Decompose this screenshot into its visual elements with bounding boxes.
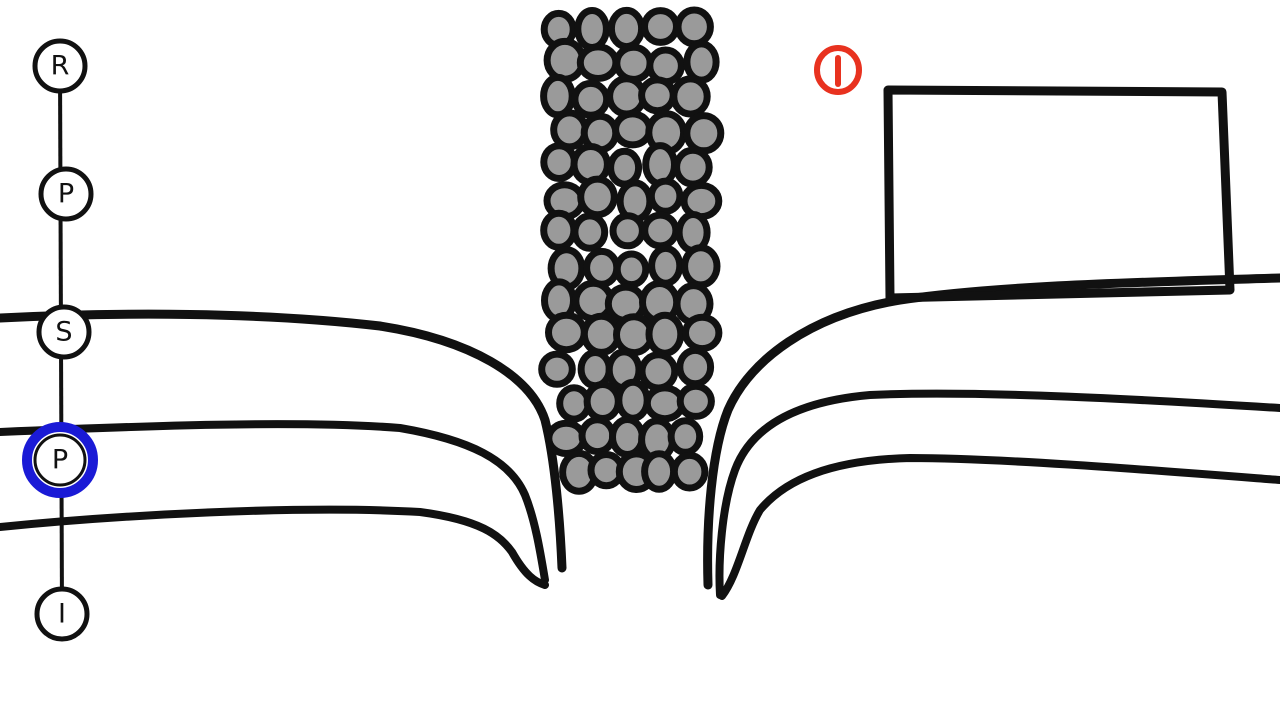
node-5-label: I xyxy=(58,599,66,630)
node-chain: R P S P I xyxy=(22,38,98,642)
granule xyxy=(607,147,643,188)
granule xyxy=(609,212,646,250)
granule xyxy=(612,110,654,149)
granule xyxy=(545,311,588,354)
granule xyxy=(550,109,589,151)
granule-column xyxy=(538,6,725,495)
left-layer-bottom-line xyxy=(0,505,549,589)
node-2-label: P xyxy=(58,179,74,210)
node-1[interactable]: R xyxy=(32,38,88,94)
node-3-label: S xyxy=(55,317,72,348)
granule xyxy=(670,451,709,492)
node-4-inner-ring xyxy=(33,433,87,487)
granule xyxy=(577,349,613,390)
granule xyxy=(673,146,713,188)
granule xyxy=(613,250,650,289)
granule xyxy=(538,350,576,388)
node-1-circle xyxy=(32,38,88,94)
granule xyxy=(676,346,715,388)
granule xyxy=(638,76,677,115)
right-layer-middle-line xyxy=(715,389,1280,599)
granule xyxy=(607,6,646,51)
granule xyxy=(674,6,714,48)
granule xyxy=(583,247,621,288)
granule xyxy=(578,416,617,456)
granule xyxy=(676,382,715,420)
granule xyxy=(641,450,678,493)
block-rectangle xyxy=(883,85,1235,303)
granule xyxy=(681,244,721,289)
granule xyxy=(683,40,720,84)
left-layer-middle-line xyxy=(0,420,549,584)
granule xyxy=(648,244,684,287)
left-layer-stack xyxy=(0,309,567,589)
node-3[interactable]: S xyxy=(36,304,92,360)
left-layer-top-line xyxy=(0,309,567,573)
granule xyxy=(540,142,578,183)
granule xyxy=(638,351,679,392)
granule xyxy=(540,209,578,251)
step-marker xyxy=(814,45,862,95)
node-2-circle xyxy=(38,166,94,222)
right-layer-top-line xyxy=(703,273,1280,590)
granule xyxy=(683,112,725,155)
granule xyxy=(571,212,609,252)
node-1-label: R xyxy=(51,51,70,82)
granule xyxy=(613,43,654,83)
node-5[interactable]: I xyxy=(34,586,90,642)
granule xyxy=(615,378,651,422)
node-3-circle xyxy=(36,304,92,360)
node-2[interactable]: P xyxy=(38,166,94,222)
node-5-circle xyxy=(34,586,90,642)
granule xyxy=(576,43,620,83)
granule xyxy=(641,7,680,46)
granule xyxy=(545,419,588,457)
granule xyxy=(577,175,618,219)
node-4-label: P xyxy=(52,445,68,476)
granule xyxy=(540,73,576,119)
granule xyxy=(647,177,684,215)
granule xyxy=(574,7,610,51)
step-marker-circle xyxy=(814,45,862,95)
right-layer-bottom-line xyxy=(718,454,1280,600)
node-4-circle xyxy=(22,422,98,498)
granule xyxy=(645,311,685,357)
granule xyxy=(641,211,680,250)
right-layer-stack xyxy=(703,273,1280,600)
granule xyxy=(682,313,723,353)
granule xyxy=(571,79,611,119)
granule xyxy=(609,416,646,458)
granule xyxy=(642,142,678,188)
granule xyxy=(670,75,711,118)
granule xyxy=(667,417,704,456)
granule xyxy=(583,381,622,422)
node-4-active[interactable]: P xyxy=(22,422,98,498)
